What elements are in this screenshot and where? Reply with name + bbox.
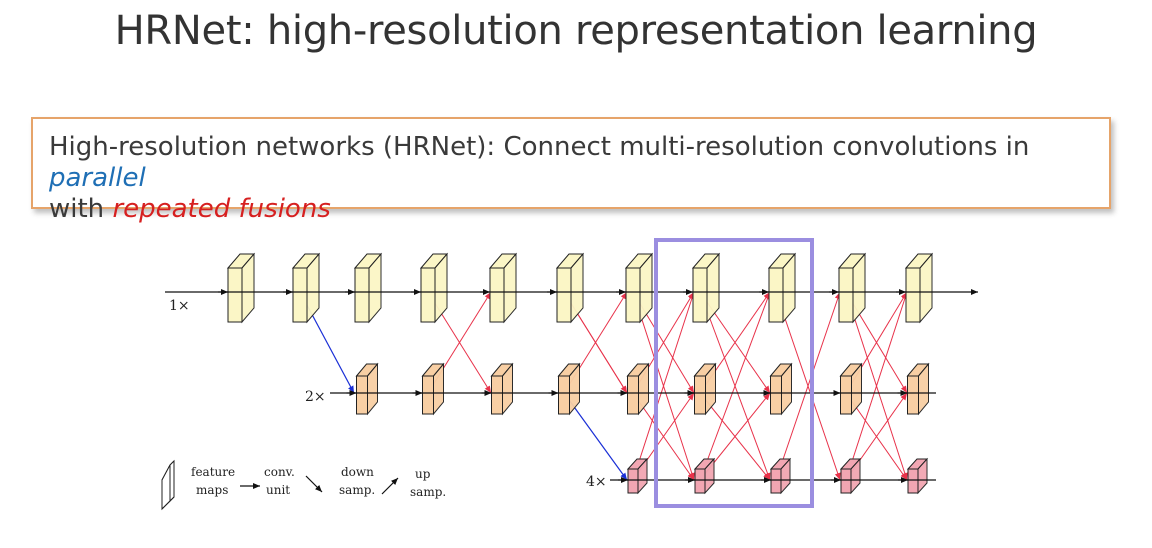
legend-up-label-1: up [415,467,431,481]
conv-arrows [165,289,978,483]
fusion-line [699,291,771,481]
res3-feature-block [906,457,929,495]
legend: feature maps conv. unit down samp. up sa… [161,459,446,511]
callout-text-1: High-resolution networks (HRNet): Connec… [49,132,1030,162]
res2-feature-block [355,362,379,416]
callout-emphasis-fusions: repeated fusions [112,194,331,224]
res3-feature-block [769,457,792,495]
fusion-highlight-box [654,238,814,508]
callout-text-2: with [49,194,113,224]
legend-down-label-2: samp. [339,483,375,497]
res1-feature-block [353,252,383,324]
res2-feature-block [490,362,514,416]
res2-feature-block [693,362,717,416]
branch-label-1x: 1× [169,298,190,314]
fusion-line [632,291,695,481]
res1-feature-block [691,252,721,324]
branch-label-2x: 2× [305,389,326,405]
legend-feature-map-icon [161,459,175,511]
callout-emphasis-parallel: parallel [49,163,146,193]
legend-up-arrow-icon [381,477,399,495]
legend-down-label-1: down [341,465,374,479]
res1-feature-block [291,252,321,324]
res1-feature-block [837,252,867,324]
legend-conv-label-1: conv. [264,465,295,479]
res2-feature-block [421,362,445,416]
definition-callout: High-resolution networks (HRNet): Connec… [31,117,1111,224]
res2-feature-block [769,362,793,416]
legend-feature-label-2: maps [196,483,228,497]
res3-feature-block [626,457,649,495]
res3-feature-block [693,457,716,495]
page-title: HRNet: high-resolution representation le… [114,8,1038,54]
feature-map-blocks [226,252,934,495]
legend-feature-label-1: feature [191,465,235,479]
res1-feature-block [488,252,518,324]
branch-label-4x: 4× [586,474,607,490]
res2-feature-block [557,362,581,416]
res1-feature-block [904,252,934,324]
res2-feature-block [906,362,930,416]
legend-down-arrow-icon [305,475,323,493]
fusion-line [775,291,841,481]
legend-up-label-2: samp. [410,485,446,499]
res1-feature-block [226,252,256,324]
res3-feature-block [839,457,862,495]
res2-feature-block [626,362,650,416]
res1-feature-block [419,252,449,324]
fusion-line [845,291,908,481]
connection-lines [299,291,908,481]
res1-feature-block [555,252,585,324]
legend-conv-label-2: unit [266,483,290,497]
res2-feature-block [839,362,863,416]
res1-feature-block [767,252,797,324]
res1-feature-block [624,252,654,324]
